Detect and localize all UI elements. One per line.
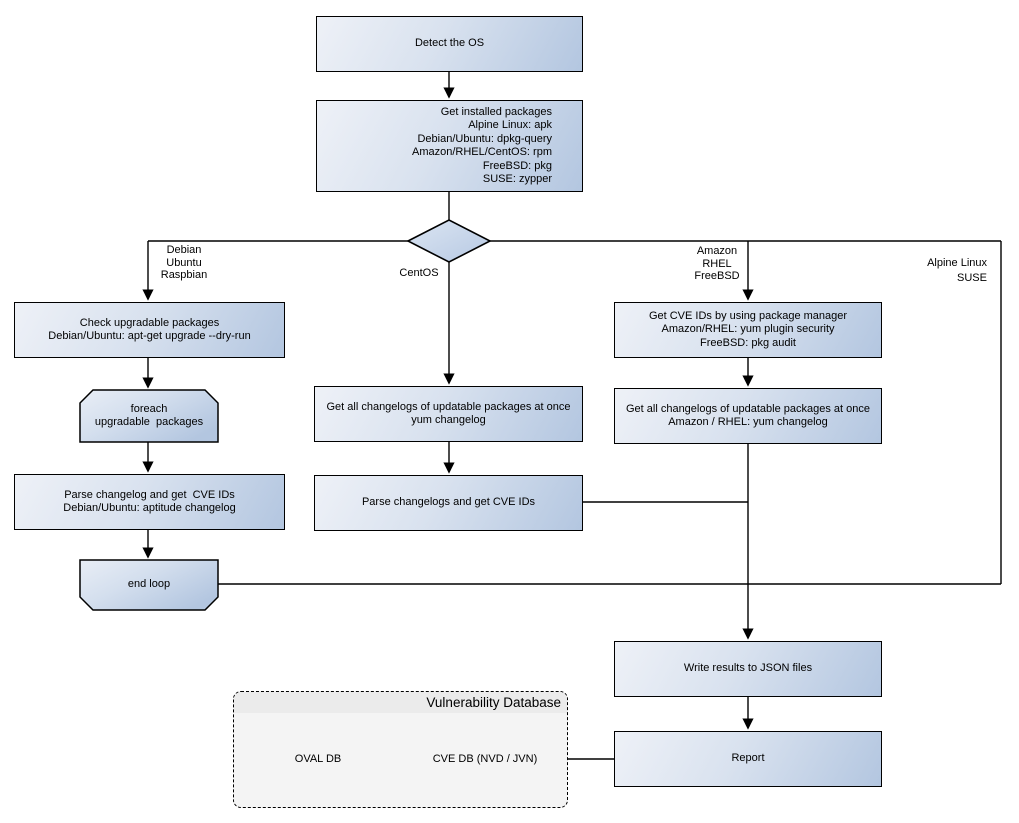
node-get-cve-ids-package-manager-label: Get CVE IDs by using package manager Ama…: [648, 309, 848, 349]
vulnerability-database-header: Vulnerability Database: [234, 692, 567, 713]
node-write-results-json: Write results to JSON files: [614, 641, 882, 697]
foreach-loop-label: foreach upgradable packages: [94, 402, 204, 429]
node-parse-changelogs-cve-ids: Parse changelogs and get CVE IDs: [314, 475, 583, 531]
branch-label-centos: CentOS: [399, 267, 439, 279]
node-parse-changelogs-cve-ids-label: Parse changelogs and get CVE IDs: [361, 496, 536, 509]
foreach-loop-shape: [79, 389, 219, 443]
node-get-changelogs-centos: Get all changelogs of updatable packages…: [314, 386, 583, 442]
branch-label-debian-ubuntu-raspbian: Debian Ubuntu Raspbian: [160, 244, 208, 281]
end-loop-shape: [79, 559, 219, 611]
node-get-changelogs-amazon-rhel: Get all changelogs of updatable packages…: [614, 388, 882, 444]
node-get-cve-ids-package-manager: Get CVE IDs by using package manager Ama…: [614, 302, 882, 358]
node-parse-changelog-cve-ids-label: Parse changelog and get CVE IDs Debian/U…: [63, 488, 236, 515]
node-parse-changelog-cve-ids: Parse changelog and get CVE IDs Debian/U…: [14, 474, 285, 530]
node-detect-os: Detect the OS: [316, 16, 583, 72]
end-loop-label: end loop: [127, 578, 171, 591]
node-get-changelogs-amazon-rhel-label: Get all changelogs of updatable packages…: [625, 402, 870, 429]
cve-db-label: CVE DB (NVD / JVN): [432, 753, 538, 765]
node-get-installed-packages: Get installed packages Alpine Linux: apk…: [316, 100, 583, 192]
node-get-changelogs-centos-label: Get all changelogs of updatable packages…: [326, 400, 571, 427]
branch-label-alpine-suse: Alpine Linux SUSE: [927, 257, 987, 284]
node-check-upgradable-packages: Check upgradable packages Debian/Ubuntu:…: [14, 302, 285, 358]
node-check-upgradable-packages-label: Check upgradable packages Debian/Ubuntu:…: [48, 316, 251, 343]
node-get-installed-packages-label: Get installed packages Alpine Linux: apk…: [412, 105, 552, 186]
node-write-results-json-label: Write results to JSON files: [683, 662, 813, 675]
branch-label-amazon-rhel-freebsd: Amazon RHEL FreeBSD: [694, 245, 740, 282]
node-detect-os-label: Detect the OS: [414, 37, 485, 50]
node-report: Report: [614, 731, 882, 787]
node-report-label: Report: [731, 752, 765, 765]
vulnerability-database-container: Vulnerability Database: [233, 691, 568, 808]
vulnerability-database-title: Vulnerability Database: [426, 695, 561, 710]
os-decision-diamond: [406, 219, 492, 263]
oval-db-label: OVAL DB: [294, 753, 342, 765]
